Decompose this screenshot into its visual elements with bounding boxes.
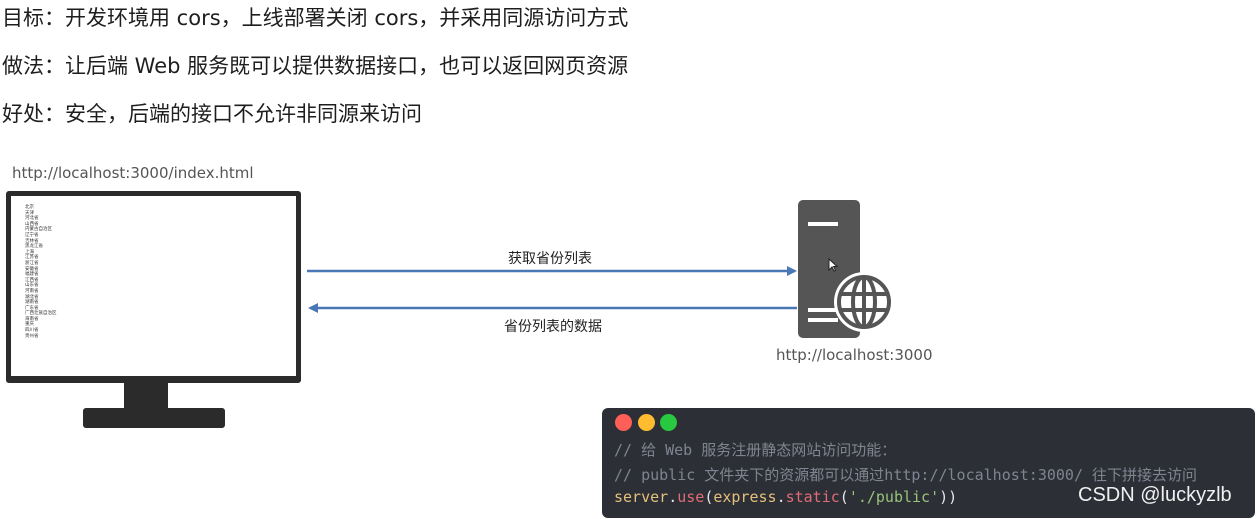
province-item: 福建省 <box>25 272 39 278</box>
province-item: 湖南省 <box>25 300 39 306</box>
goal-text: 目标：开发环境用 cors，上线部署关闭 cors，并采用同源访问方式 <box>2 6 629 30</box>
method-text: 做法：让后端 Web 服务既可以提供数据接口，也可以返回网页资源 <box>2 54 629 78</box>
monitor-screen: 北京天津河北省山西省内蒙古自治区辽宁省吉林省黑龙江省上海江苏省浙江省安徽省福建省… <box>11 196 296 376</box>
code-token: ( <box>704 488 714 506</box>
province-item: 安徽省 <box>25 266 39 272</box>
province-item: 辽宁省 <box>25 232 39 238</box>
request-label: 获取省份列表 <box>508 251 592 267</box>
client-url: http://localhost:3000/index.html <box>12 164 254 182</box>
window-minimize-dot <box>638 414 655 431</box>
province-item: 四川省 <box>25 328 39 334</box>
server-slot <box>808 318 838 322</box>
province-list: 北京天津河北省山西省内蒙古自治区辽宁省吉林省黑龙江省上海江苏省浙江省安徽省福建省… <box>25 205 57 339</box>
province-item: 海南省 <box>25 316 39 322</box>
code-token: . <box>776 488 786 506</box>
province-item: 河南省 <box>25 288 39 294</box>
province-item: 内蒙古自治区 <box>25 227 52 233</box>
globe-icon <box>834 272 894 332</box>
province-item: 黑龙江省 <box>25 244 43 250</box>
code-token: server <box>614 488 669 506</box>
response-label: 省份列表的数据 <box>504 319 602 335</box>
benefit-text: 好处：安全，后端的接口不允许非同源来访问 <box>2 102 422 126</box>
monitor-stand-base <box>83 408 225 428</box>
province-item: 贵州省 <box>25 333 39 339</box>
code-comment-line: // public 文件夹下的资源都可以通过http://localhost:3… <box>614 466 1198 484</box>
province-item: 重庆 <box>25 322 34 328</box>
code-token: static <box>785 488 840 506</box>
province-item: 江苏省 <box>25 255 39 261</box>
monitor-stand-neck <box>124 383 168 409</box>
code-token: use <box>677 488 705 506</box>
province-item: 北京 <box>25 205 34 210</box>
server-url: http://localhost:3000 <box>776 346 933 364</box>
server-slot <box>808 308 838 312</box>
province-item: 天津 <box>25 210 34 216</box>
window-maximize-dot <box>660 414 677 431</box>
window-close-dot <box>615 414 632 431</box>
province-item: 湖北省 <box>25 294 39 300</box>
province-item: 河北省 <box>25 216 39 222</box>
code-statement-line: server.use(express.static('./public')) <box>614 488 957 506</box>
province-item: 江西省 <box>25 277 39 283</box>
province-item: 吉林省 <box>25 238 39 244</box>
province-item: 广东省 <box>25 305 39 311</box>
province-item: 浙江省 <box>25 260 39 266</box>
code-token: ( <box>839 488 849 506</box>
watermark: CSDN @luckyzlb <box>1078 484 1232 506</box>
province-item: 上海 <box>25 249 34 255</box>
code-token: )) <box>939 488 958 506</box>
code-token: express <box>713 488 777 506</box>
province-item: 山东省 <box>25 283 39 289</box>
province-item: 山西省 <box>25 221 39 227</box>
code-comment-line: // 给 Web 服务注册静态网站访问功能： <box>614 441 897 459</box>
code-token: './public' <box>848 488 940 506</box>
server-slot <box>808 222 838 226</box>
code-panel: // 给 Web 服务注册静态网站访问功能： // public 文件夹下的资源… <box>602 408 1255 518</box>
code-token: . <box>668 488 678 506</box>
mouse-cursor-icon <box>828 258 838 272</box>
monitor-icon: 北京天津河北省山西省内蒙古自治区辽宁省吉林省黑龙江省上海江苏省浙江省安徽省福建省… <box>6 191 301 383</box>
province-item: 广西壮族自治区 <box>25 311 57 317</box>
